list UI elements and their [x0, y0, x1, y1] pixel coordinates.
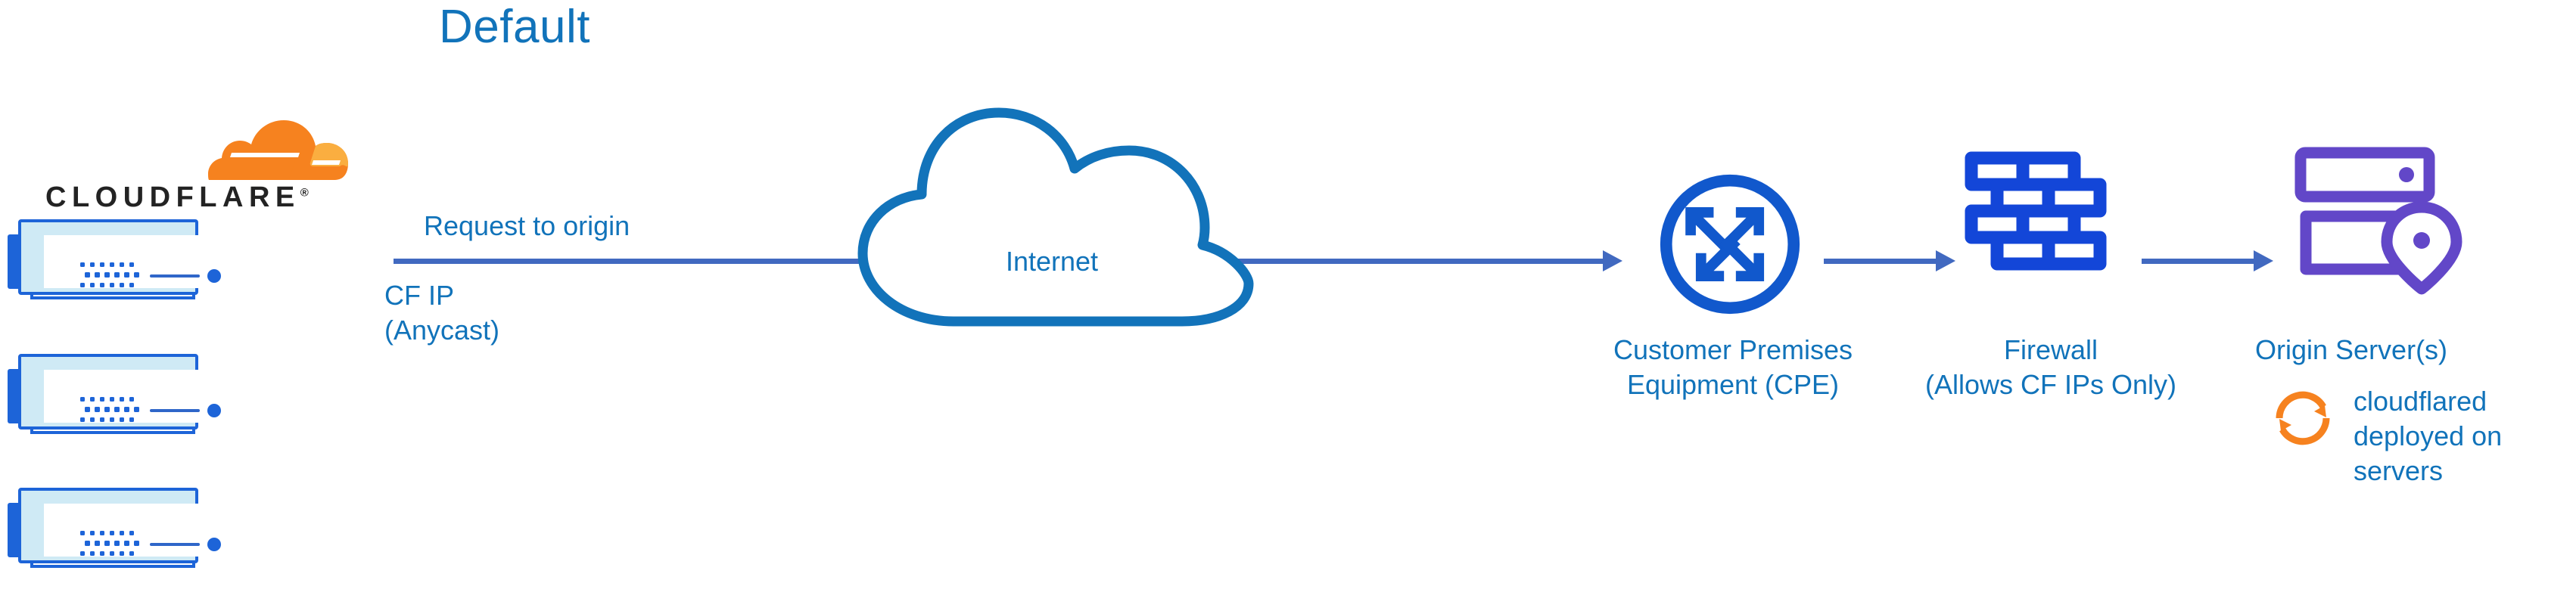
- server-status-line: [150, 274, 200, 278]
- server-led-icon: [207, 404, 221, 417]
- request-to-origin-label: Request to origin: [424, 210, 630, 241]
- server-status-line: [150, 409, 200, 412]
- cloudflare-wordmark: CLOUDFLARE®: [45, 181, 309, 214]
- cpe-to-firewall-arrow-line: [1824, 259, 1937, 264]
- server-faceplate: [44, 504, 221, 557]
- cf-edge-server-2: [8, 352, 221, 437]
- origin-server-icon: [2294, 147, 2462, 295]
- cloudflared-label-line-2: deployed on: [2354, 420, 2503, 451]
- brick-wall-icon: [1965, 151, 2107, 271]
- server-vent-dots-icon: [80, 397, 139, 422]
- firewall-label-line-1: Firewall: [2003, 334, 2098, 365]
- firewall-to-origin-arrow-head: [2254, 250, 2273, 271]
- cf-ip-line-2: (Anycast): [384, 315, 500, 346]
- cf-edge-server-1: [8, 218, 221, 302]
- firewall-label-line-2: (Allows CF IPs Only): [1924, 369, 2177, 400]
- server-vent-dots-icon: [80, 531, 139, 556]
- internet-label: Internet: [1005, 246, 1099, 277]
- cpe-label-line-1: Customer Premises: [1613, 334, 1853, 365]
- cloudflared-label: cloudflared deployed on servers: [2354, 384, 2550, 488]
- server-led-icon: [207, 269, 221, 283]
- server-faceplate: [44, 235, 221, 288]
- server-faceplate: [44, 370, 221, 423]
- server-body: [18, 219, 221, 295]
- page-title: Default: [439, 1, 590, 53]
- cf-ip-line-1: CF IP: [384, 280, 455, 311]
- refresh-cycle-icon: [2276, 391, 2330, 445]
- registered-mark: ®: [300, 186, 309, 200]
- origin-server-label: Origin Server(s): [2255, 334, 2448, 365]
- cloudflared-label-line-3: servers: [2354, 455, 2444, 486]
- cf-ip-anycast-label: CF IP (Anycast): [384, 278, 499, 348]
- cpe-label: Customer Premises Equipment (CPE): [1521, 333, 1945, 402]
- cloudflare-cloud-icon: [208, 120, 348, 180]
- cf-edge-server-3: [8, 486, 221, 571]
- firewall-label: Firewall (Allows CF IPs Only): [1892, 333, 2210, 402]
- cloud-icon: [857, 107, 1254, 327]
- internet-node: Internet: [840, 102, 1264, 329]
- server-status-line: [150, 543, 200, 546]
- server-led-icon: [207, 538, 221, 551]
- server-body: [18, 488, 221, 563]
- server-body: [18, 354, 221, 429]
- cloudflared-label-line-1: cloudflared: [2354, 386, 2487, 417]
- wordmark-text: CLOUDFLARE: [45, 181, 300, 213]
- firewall-to-origin-arrow-line: [2142, 259, 2255, 264]
- request-flow-arrow-head: [1603, 250, 1622, 271]
- cpe-label-line-2: Equipment (CPE): [1626, 369, 1840, 400]
- server-vent-dots-icon: [80, 262, 139, 287]
- cloudflare-logo: CLOUDFLARE®: [30, 106, 356, 219]
- router-icon: [1660, 174, 1800, 315]
- cpe-to-firewall-arrow-head: [1936, 250, 1955, 271]
